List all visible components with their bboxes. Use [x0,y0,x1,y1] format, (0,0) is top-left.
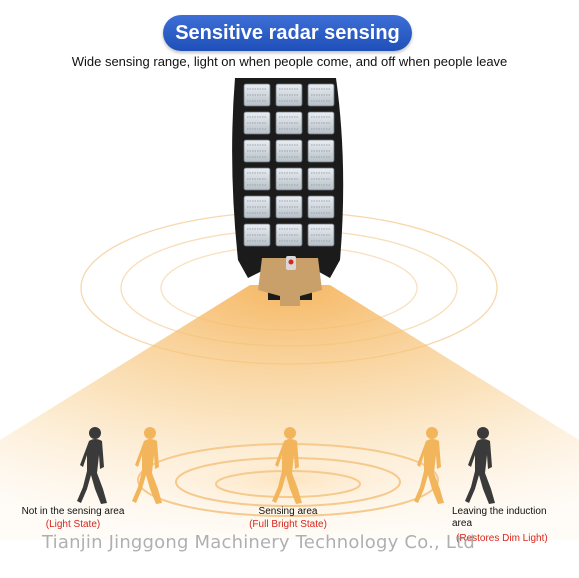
person-walking-icon [272,427,302,504]
page-title: Sensitive radar sensing [163,15,412,51]
page-subtitle: Wide sensing range, light on when people… [71,54,508,69]
street-lamp-icon [232,78,344,306]
person-walking-icon [77,427,107,504]
people [77,427,495,504]
zone-state-sensing: (Full Bright State) [249,519,327,530]
person-walking-icon [414,427,444,504]
zone-state-outside: (Light State) [45,519,101,530]
zone-label-leaving: Leaving the induction area [452,506,547,529]
zone-state-leaving: (Restores Dim Light) [456,533,548,544]
person-walking-icon [465,427,495,504]
company-watermark: Tianjin Jinggong Machinery Technology Co… [42,532,475,553]
person-walking-icon [132,427,162,504]
zone-label-outside: Not in the sensing area [21,506,125,517]
zone-label-sensing: Sensing area [258,506,318,517]
